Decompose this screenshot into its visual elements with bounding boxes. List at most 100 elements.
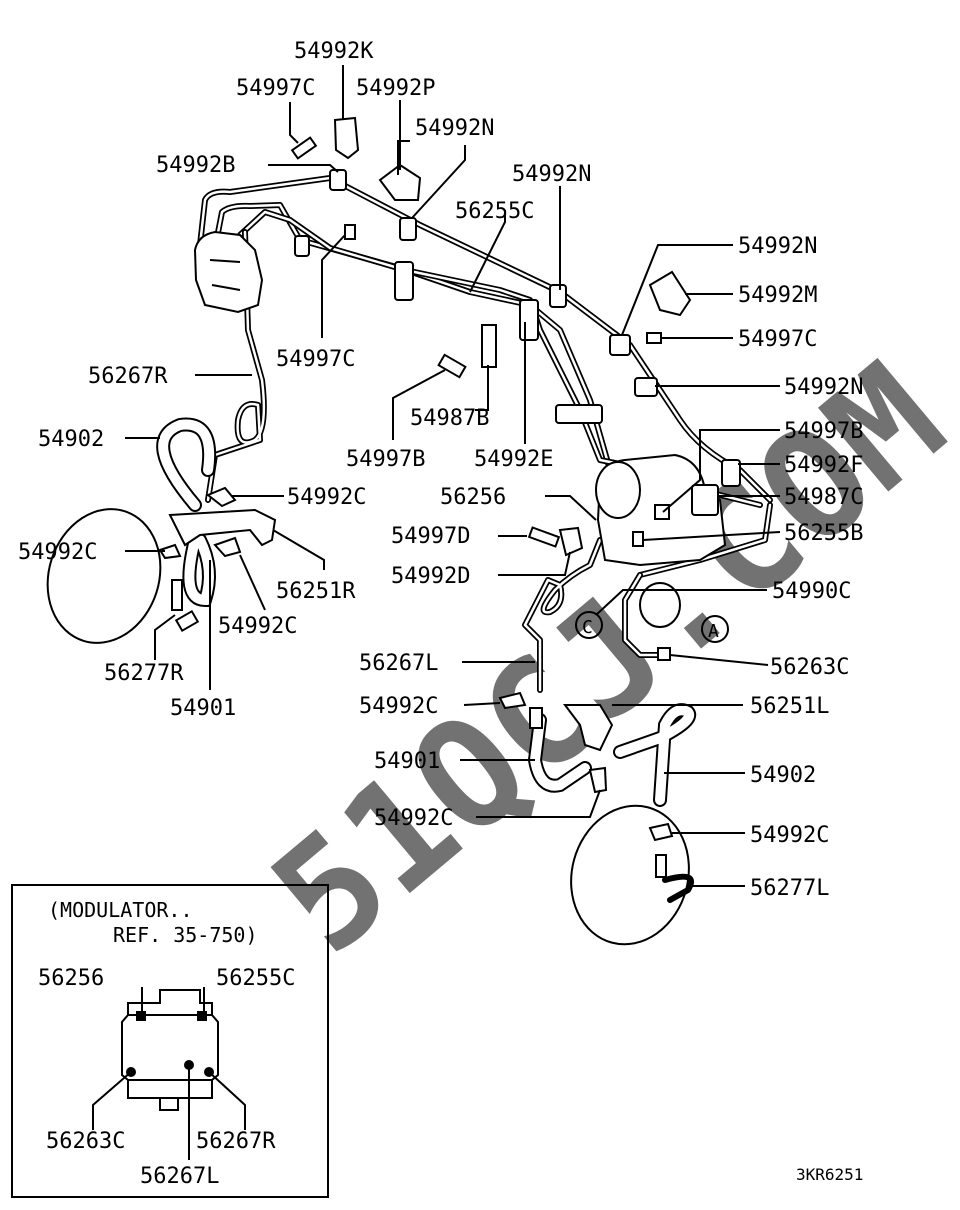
clamp-54992N-2 (549, 284, 567, 308)
label-54997C-mid: 54997C (276, 347, 355, 372)
bolt-54997D (527, 526, 561, 548)
clip-54992M (648, 270, 692, 317)
label-56251R: 56251R (276, 579, 356, 604)
clamp-54992N-4 (634, 377, 658, 397)
clip-54992C-left-a (206, 486, 237, 508)
label-54992C-e: 54992C (750, 823, 829, 848)
clamp-54992N-3 (609, 334, 631, 356)
label-54992D: 54992D (391, 564, 470, 589)
label-54987B: 54987B (410, 406, 489, 431)
label-54997C-top: 54997C (236, 76, 315, 101)
diagram-code: 3KR6251 (796, 1165, 863, 1184)
callout-c-text: C (582, 617, 593, 638)
label-54992E: 54992E (474, 447, 553, 472)
label-54997B-left: 54997B (346, 447, 425, 472)
clamp-mid-2 (394, 261, 414, 301)
label-56277L: 56277L (750, 876, 829, 901)
bolt-54997C-mid (344, 224, 356, 240)
fitting-56277R-end (174, 609, 200, 633)
label-54992N-1: 54992N (415, 116, 494, 141)
label-56255C: 56255C (455, 199, 534, 224)
callout-a: A (701, 615, 729, 643)
label-54997D: 54997D (391, 524, 470, 549)
label-54992C-d: 54992C (374, 806, 453, 831)
label-54992N-2: 54992N (512, 162, 591, 187)
label-54992C-c: 54992C (359, 694, 438, 719)
callout-a-text: A (708, 621, 719, 642)
pipe-56267L (522, 537, 668, 693)
wheel-outline-right (570, 804, 690, 946)
bracket-56251L (563, 704, 614, 752)
fitting-56277L (655, 854, 667, 878)
inset-label-56267R: 56267R (196, 1129, 276, 1154)
clamp-mid-1 (294, 235, 310, 257)
inset-label-56263C: 56263C (46, 1129, 125, 1154)
leader-lines (125, 65, 781, 887)
clamp-54992F (721, 459, 741, 487)
bracket-54987C (691, 484, 719, 516)
bolt-54997C-top (290, 136, 318, 160)
bolt-56255B (632, 531, 644, 547)
label-54987C: 54987C (784, 485, 863, 510)
clip-54992P (378, 163, 422, 201)
label-54901-left: 54901 (170, 696, 236, 721)
clamp-low (555, 404, 603, 424)
modulator-unit-right (595, 453, 727, 628)
label-56263C: 56263C (770, 655, 849, 680)
label-56277R: 56277R (104, 661, 184, 686)
bolt-54997C-right (646, 332, 662, 344)
label-54997B-right: 54997B (784, 419, 863, 444)
clip-54992D (558, 526, 584, 557)
fitting-56263C (657, 647, 671, 661)
label-54992K: 54992K (294, 39, 374, 64)
label-54992C-b: 54992C (218, 614, 297, 639)
modulator-unit-left (193, 230, 264, 314)
label-54992B: 54992B (156, 153, 235, 178)
label-54992N-3: 54992N (738, 234, 817, 259)
inset-label-56255C: 56255C (216, 966, 295, 991)
bolt-54997B-left (437, 353, 467, 379)
modulator-reference-inset: (MODULATOR.. REF. 35-750) 56256 56255C 5… (11, 884, 329, 1198)
wheel-outline-left (46, 508, 162, 644)
clip-54992C-right-a (498, 691, 527, 710)
bracket-54987B (481, 324, 497, 368)
label-56267R: 56267R (88, 364, 168, 389)
callout-c: C (575, 611, 603, 639)
label-54992C-a: 54992C (287, 485, 366, 510)
label-54990C: 54990C (772, 579, 851, 604)
fitting-54901-right (529, 707, 543, 729)
fitting-56277R (171, 579, 183, 611)
label-54997C-right: 54997C (738, 327, 817, 352)
clip-54992C-right-c (648, 822, 674, 842)
label-56251L: 56251L (750, 694, 829, 719)
label-56255B: 56255B (784, 521, 863, 546)
inset-frame (11, 884, 329, 1198)
label-54992C-left: 54992C (18, 540, 97, 565)
clamp-54992N-1 (399, 217, 417, 241)
inset-note-line2: REF. 35-750) (113, 923, 258, 947)
inset-label-56256: 56256 (38, 966, 104, 991)
label-56256: 56256 (440, 485, 506, 510)
bolt-54997B-right (654, 504, 670, 520)
label-54992P: 54992P (356, 76, 435, 101)
hose-assembly-right (498, 691, 697, 946)
clamp-54992B (329, 169, 347, 191)
inset-label-56267L: 56267L (140, 1164, 219, 1189)
label-56267L: 56267L (359, 651, 438, 676)
pipe-56267R (205, 229, 267, 503)
pipe-clamps (294, 169, 741, 516)
label-54992M: 54992M (738, 283, 817, 308)
label-54992F: 54992F (784, 453, 863, 478)
clip-54992C-left-b (213, 536, 242, 558)
hose-assembly-left (46, 417, 277, 644)
clip-54992C-right-b (588, 766, 608, 794)
label-54901-right: 54901 (374, 749, 440, 774)
loose-hardware (290, 116, 692, 661)
bracket-56251R (168, 508, 277, 547)
clip-54992C-left-c (158, 543, 182, 560)
clamp-54992E (519, 299, 539, 341)
label-54902-right: 54902 (750, 763, 816, 788)
label-54902-left: 54902 (38, 427, 104, 452)
bracket-54992K (333, 116, 360, 160)
